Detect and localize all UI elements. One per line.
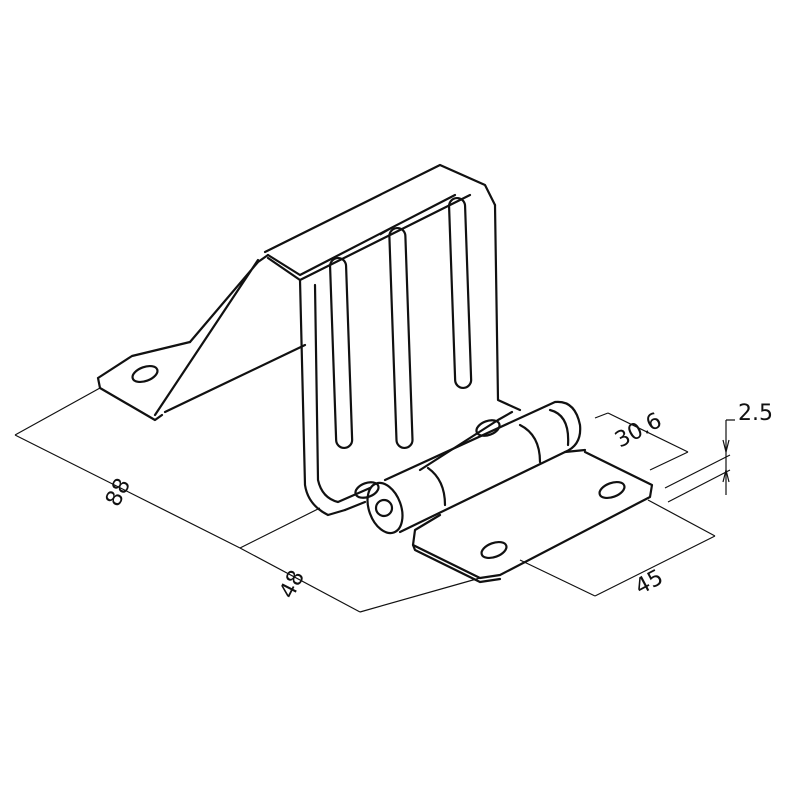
pin-hole [374, 498, 394, 518]
leaf-hole-2 [598, 480, 626, 500]
slot-right [447, 196, 473, 390]
hinge-barrel [383, 400, 582, 534]
barrel-end [366, 481, 404, 535]
hinge [366, 400, 654, 584]
dim-45: 45 [631, 565, 667, 600]
slot-middle [388, 226, 414, 450]
foot-plate [96, 340, 192, 422]
vertical-face [298, 203, 522, 517]
dim-2-5: 2.5 [738, 401, 773, 426]
face-bottom [343, 410, 514, 512]
hinge-leaf [411, 448, 654, 580]
foot-hole [131, 364, 159, 384]
bracket-body [96, 163, 522, 517]
face-hole-1 [354, 481, 380, 499]
dim-30-6: 30.6 [611, 408, 666, 453]
dimensions: 88 48 45 30.6 2.5 [14, 387, 773, 613]
diagonal-brace [153, 253, 307, 417]
face-hole-2 [475, 419, 501, 437]
dim-48: 48 [275, 566, 310, 602]
dim-88: 88 [101, 474, 136, 510]
slot-left [328, 256, 354, 450]
leaf-hole-1 [480, 540, 508, 560]
top-edge [263, 163, 497, 282]
